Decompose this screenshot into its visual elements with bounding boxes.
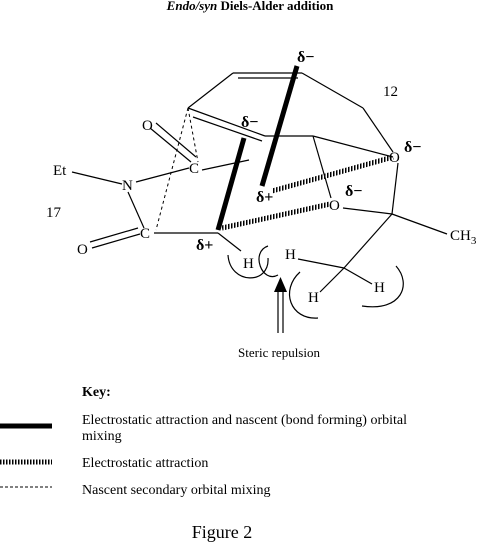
title-italic: Endo/syn	[166, 0, 218, 13]
atom-c-lower: C	[140, 226, 150, 242]
bond-c-upper-right	[201, 159, 250, 171]
steric-curves	[227, 245, 404, 319]
atom-h-2: H	[285, 247, 296, 263]
atom-o-lower-left: O	[77, 242, 88, 258]
bond-ch2-h-left	[297, 258, 345, 269]
charge-delta-minus-o-right: δ−	[404, 139, 421, 156]
charge-delta-minus-center: δ−	[241, 114, 258, 131]
atom-h-1: H	[243, 256, 254, 272]
bond-c-h	[217, 232, 242, 252]
bond-ch2-h-right	[343, 267, 373, 285]
label-12: 12	[383, 84, 398, 100]
atom-n: N	[122, 178, 133, 194]
bond-ch2-h-bottom	[319, 267, 345, 293]
steric-arrow	[277, 288, 284, 333]
bond-et-n	[71, 171, 123, 185]
ch3-main: CH	[450, 228, 471, 244]
bond-left-double-b	[192, 116, 263, 142]
bond-co-upper-a	[149, 127, 192, 163]
bond-n-c-lower	[127, 191, 145, 229]
bond-co-lower-a	[91, 233, 141, 249]
bond-co-upper-b	[155, 122, 197, 158]
key-legend: Key: Electrostatic attraction and nascen…	[0, 385, 407, 498]
label-17: 17	[46, 205, 62, 221]
charge-delta-minus-top: δ−	[297, 49, 314, 66]
key-item-hatched: Electrostatic attraction	[82, 456, 208, 471]
bond-left-double-a	[187, 107, 266, 137]
key-heading: Key:	[82, 385, 111, 400]
curve-h4	[361, 265, 404, 308]
atom-o-middle: O	[329, 198, 340, 214]
atom-h-3: H	[308, 290, 319, 306]
ch3-subscript: 3	[471, 235, 477, 247]
bond-top-left	[187, 72, 234, 109]
bond-o-mid-quat	[342, 207, 393, 215]
steric-repulsion-label: Steric repulsion	[238, 345, 320, 360]
atom-o-right: O	[389, 150, 400, 166]
bond-center-o-mid	[312, 135, 332, 199]
diagram-title: Endo/syn Diels-Alder addition	[166, 0, 334, 13]
curve-h3	[289, 271, 319, 319]
key-item-bold-line2: mixing	[82, 429, 122, 444]
atom-h-4: H	[374, 280, 385, 296]
electrostatic-upper	[271, 154, 394, 194]
bond-quat-ch3	[391, 213, 448, 235]
title-rest: Diels-Alder addition	[217, 0, 334, 13]
atom-o-upper-left: O	[142, 118, 153, 134]
forming-bond-left	[215, 137, 247, 231]
steric-arrow-head	[274, 277, 287, 292]
bond-co-lower-b	[89, 227, 139, 243]
figure-caption: Figure 2	[192, 522, 253, 542]
electrostatic-lower	[221, 201, 331, 231]
bond-o-right-quat	[391, 162, 399, 215]
bond-center-o-right	[312, 135, 394, 158]
forming-bond-right	[259, 65, 300, 187]
bond-top-right	[301, 72, 364, 109]
atom-et: Et	[53, 163, 67, 179]
curve-h2	[258, 245, 279, 278]
bond-to-o-right	[362, 107, 394, 153]
charge-delta-minus-o-mid: δ−	[345, 183, 362, 200]
curve-h1	[227, 254, 269, 279]
bond-n-c-upper	[135, 167, 190, 183]
charge-delta-plus-left: δ+	[196, 237, 213, 254]
atom-c-upper: C	[189, 161, 199, 177]
charge-delta-plus-right: δ+	[256, 189, 273, 206]
key-item-bold-line1: Electrostatic attraction and nascent (bo…	[82, 413, 407, 428]
molecule-bonds	[71, 72, 448, 293]
bond-quat-ch2	[343, 213, 393, 269]
atom-ch3: CH3	[450, 228, 477, 247]
key-item-dashed: Nascent secondary orbital mixing	[82, 483, 271, 498]
